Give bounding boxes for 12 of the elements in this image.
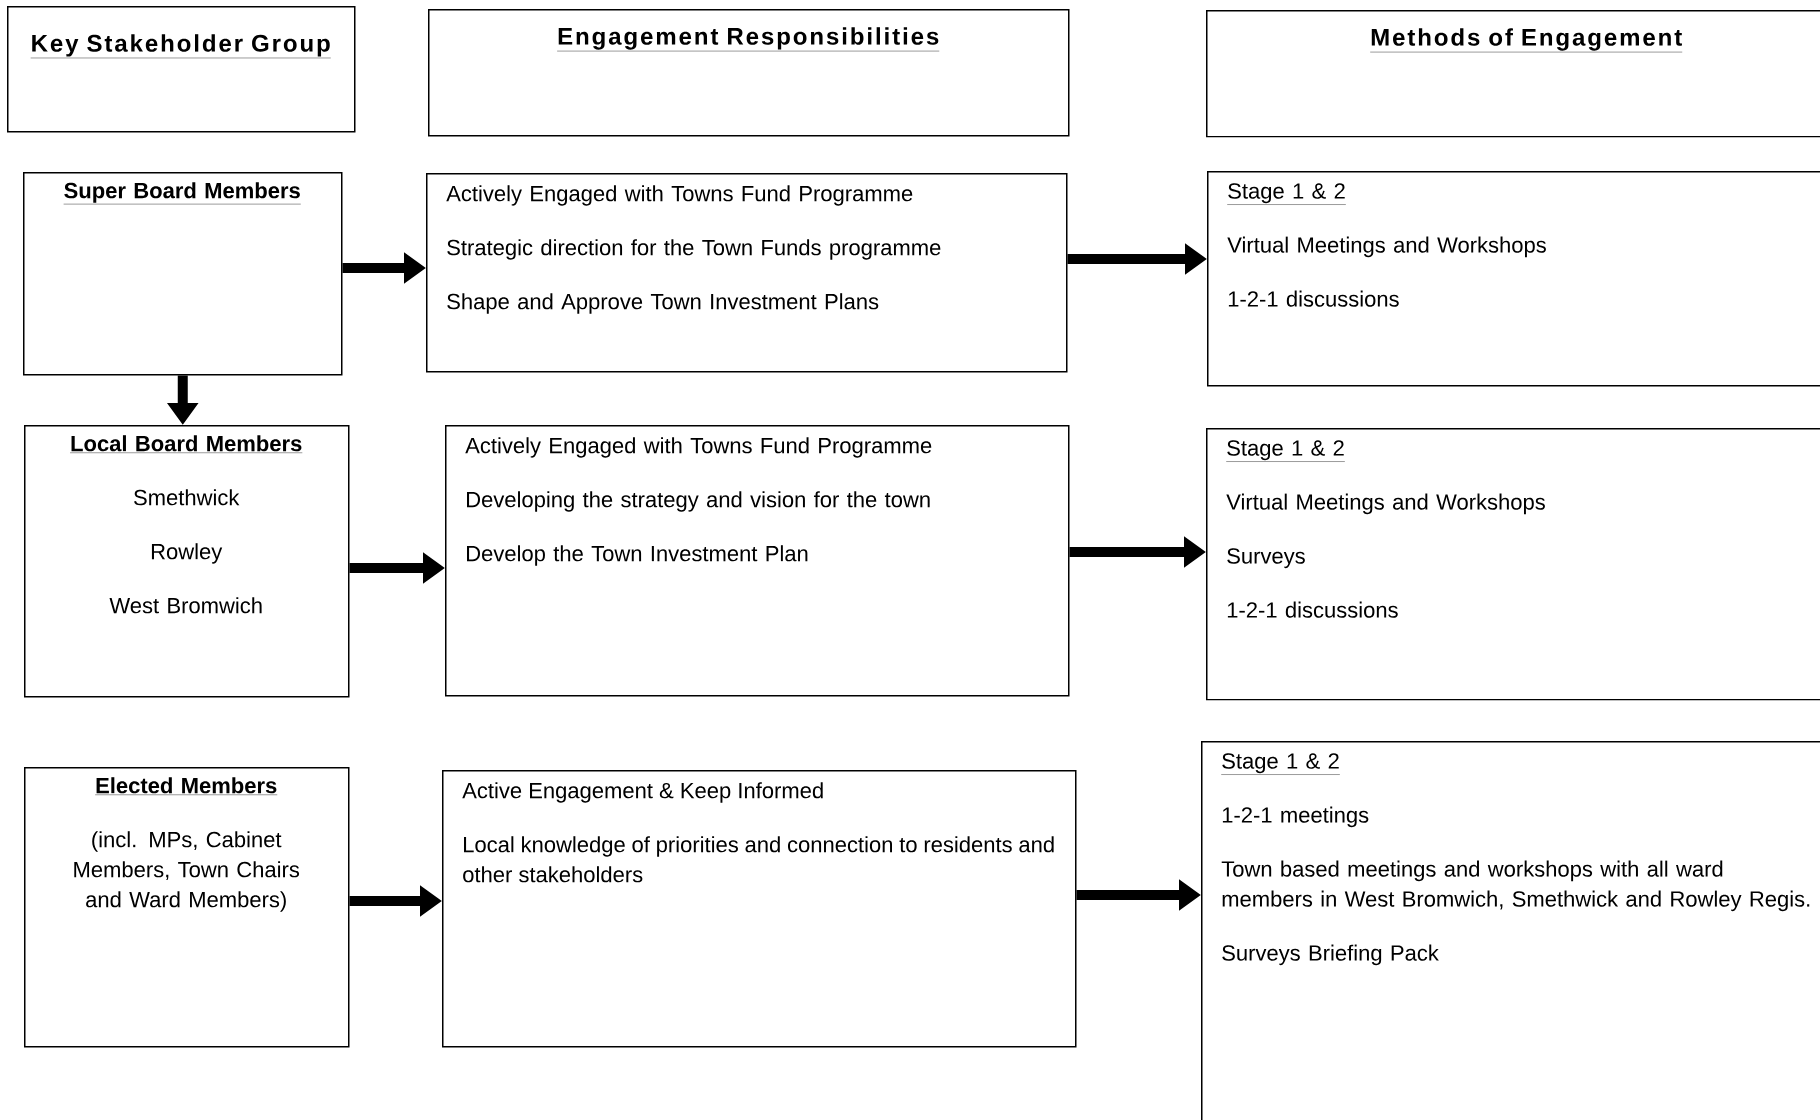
- method-box: Stage 1 & 2 1-2-1 meetings Town based meetings and workshops with all ward members in West Bromwich, Smethwick and Rowley Regis. Surveys Briefing Pack: [1201, 741, 1820, 1120]
- method-box: Stage 1 & 2 Virtual Meetings and Workshops 1-2-1 discussions: [1207, 171, 1820, 387]
- method-box: Stage 1 & 2 Virtual Meetings and Workshops Surveys 1-2-1 discussions: [1206, 428, 1820, 701]
- responsibility-box: Active Engagement & Keep Informed Local knowledge of priorities and connection to residents and other stakeholders: [442, 770, 1077, 1048]
- stakeholder-box: Elected Members (incl. MPs, Cabinet Members, Town Chairs and Ward Members): [24, 767, 350, 1048]
- column-header: Methods of Engagement: [1206, 10, 1820, 138]
- responsibility-box: Actively Engaged with Towns Fund Programme Developing the strategy and vision for the town Develop the Town Investment Plan: [445, 425, 1070, 697]
- responsibility-box: Actively Engaged with Towns Fund Programme Strategic direction for the Town Funds programme Shape and Approve Town Investment Plans: [426, 173, 1068, 373]
- column-header: Key Stakeholder Group: [7, 6, 356, 133]
- stakeholder-box: Local Board Members Smethwick Rowley West Bromwich: [24, 425, 350, 698]
- column-header: Engagement Responsibilities: [428, 9, 1070, 137]
- stakeholder-box: Super Board Members: [23, 172, 343, 376]
